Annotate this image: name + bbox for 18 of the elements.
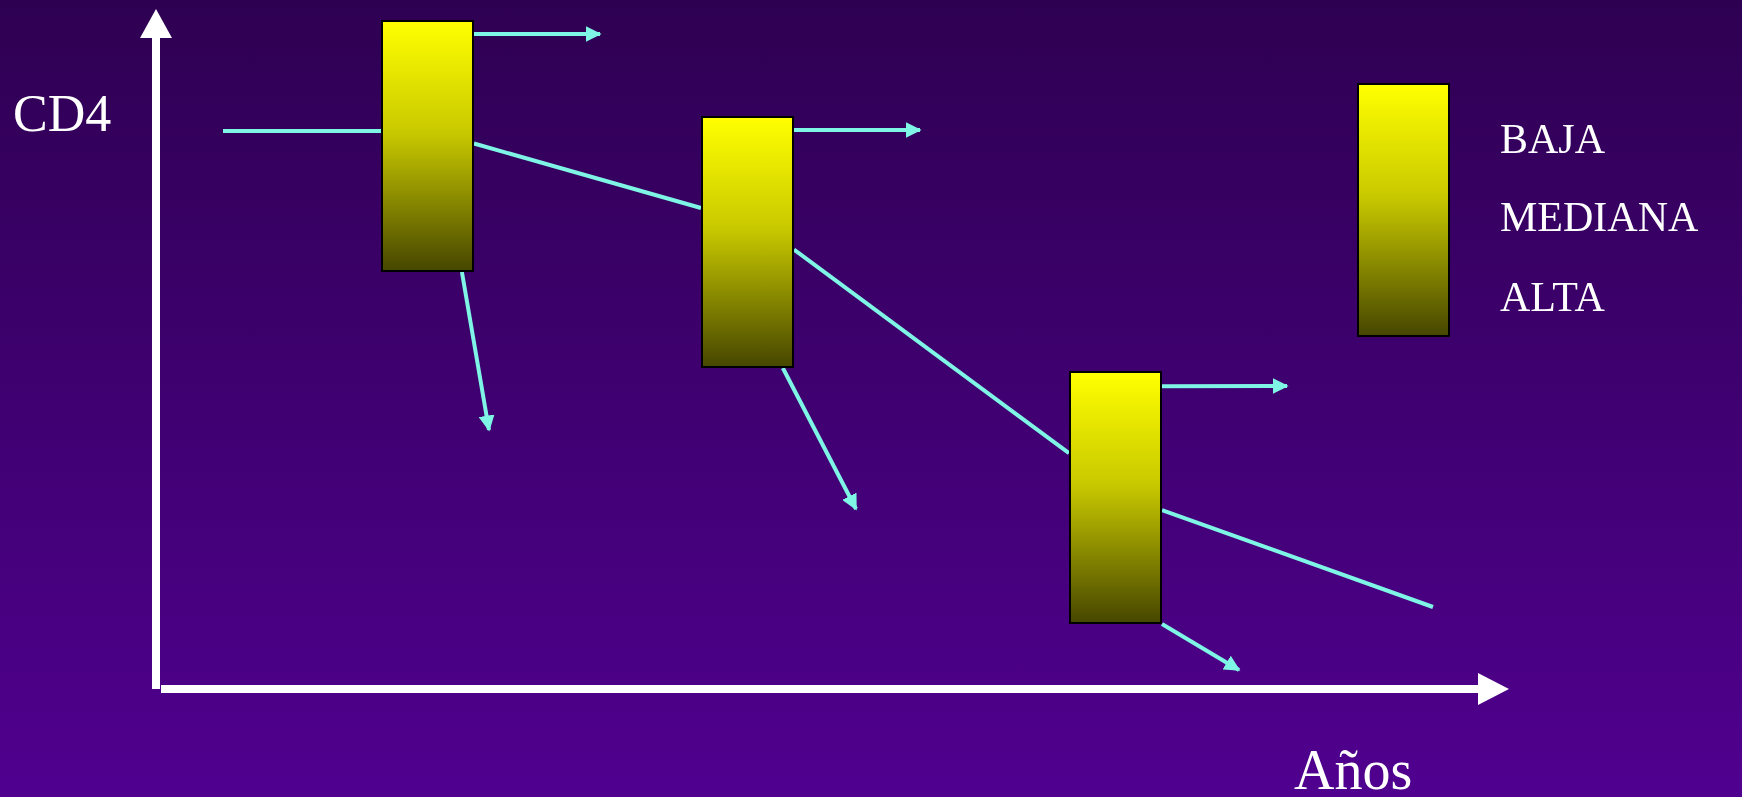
gradient-bar xyxy=(1357,83,1450,337)
connector-line xyxy=(223,128,381,133)
arrow xyxy=(1160,622,1241,672)
axis-label: Años xyxy=(1294,742,1413,797)
axis-label: CD4 xyxy=(13,88,112,140)
arrow xyxy=(459,271,495,432)
arrow xyxy=(781,367,858,511)
gradient-bar xyxy=(381,20,474,272)
connector-line xyxy=(473,141,702,210)
legend-label: MEDIANA xyxy=(1500,196,1699,238)
arrow xyxy=(1162,378,1289,394)
connector-line xyxy=(1161,508,1434,609)
arrow xyxy=(794,122,922,138)
gradient-bar xyxy=(1069,371,1162,624)
arrow xyxy=(474,26,602,42)
legend-label: BAJA xyxy=(1500,118,1606,160)
legend-label: ALTA xyxy=(1500,276,1605,318)
gradient-bar xyxy=(701,116,794,368)
